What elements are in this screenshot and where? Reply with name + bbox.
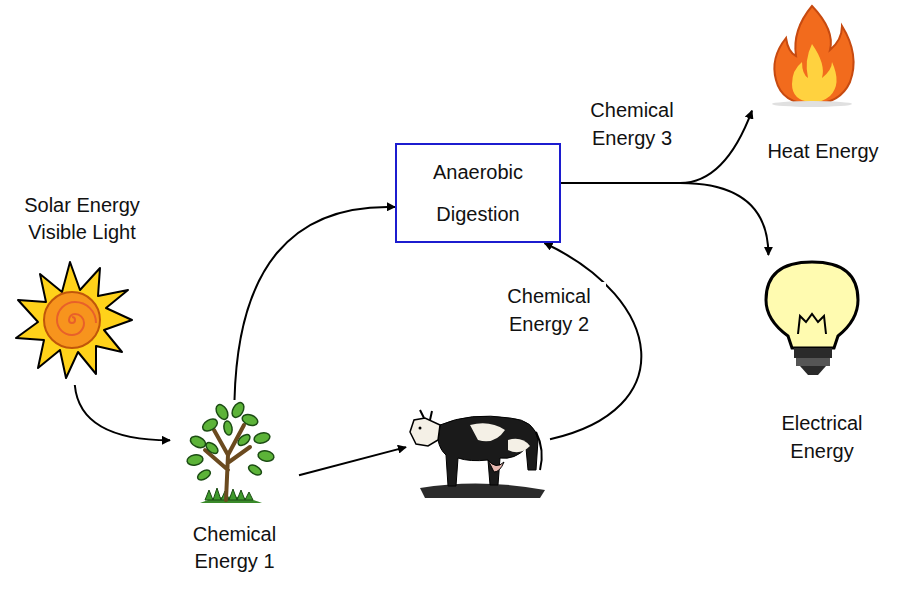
heat-node: Heat Energy — [752, 5, 894, 165]
energy-label: Heat Energy — [759, 138, 887, 165]
energy-arrow — [235, 207, 396, 400]
process-box: Anaerobic Digestion — [395, 143, 561, 243]
sun-icon — [16, 262, 132, 378]
cow-node — [406, 404, 550, 502]
tree-node: Chemical Energy 1 — [170, 400, 299, 575]
bulb-icon — [766, 262, 858, 375]
energy-arrow — [544, 243, 641, 439]
energy-arrow — [299, 447, 406, 475]
cow-icon — [410, 410, 545, 498]
energy-arrow — [75, 385, 170, 440]
energy-label: Chemical Energy 1 — [177, 521, 292, 575]
sun-node: Solar Energy Visible Light — [10, 192, 154, 385]
energy-arrow — [561, 183, 768, 255]
process-label: Anaerobic Digestion — [413, 151, 543, 235]
flame-icon — [772, 6, 854, 107]
edge-label: Chemical Energy 2 — [492, 282, 606, 338]
tree-icon — [186, 401, 274, 503]
energy-label: Electrical Energy — [762, 409, 882, 465]
electric-node: Electrical Energy — [755, 255, 889, 465]
energy-label: Solar Energy Visible Light — [17, 192, 147, 246]
edge-label: Chemical Energy 3 — [575, 96, 689, 152]
